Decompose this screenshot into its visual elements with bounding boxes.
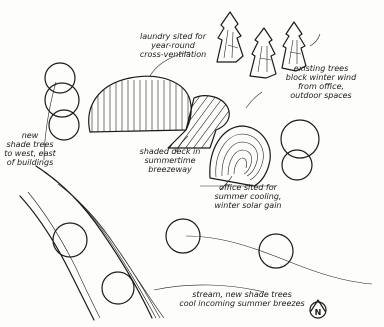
new-shade-trees-note: new shade trees to west, east of buildin… (2, 131, 58, 167)
breeze-lines (154, 236, 372, 292)
stream (20, 166, 164, 320)
shaded-deck-note: shaded deck in summertime breezeway (132, 147, 208, 174)
north-arrow-label: N (315, 308, 322, 317)
shade-tree-cluster-west (45, 63, 79, 140)
laundry-note: laundry sited for year-round cross-venti… (118, 32, 228, 59)
existing-trees-note: existing trees block winter wind from of… (262, 64, 380, 100)
laundry-building (89, 76, 191, 140)
office-note: office sited for summer cooling, winter … (196, 183, 300, 210)
stream-note: stream, new shade trees cool incoming su… (152, 290, 332, 308)
